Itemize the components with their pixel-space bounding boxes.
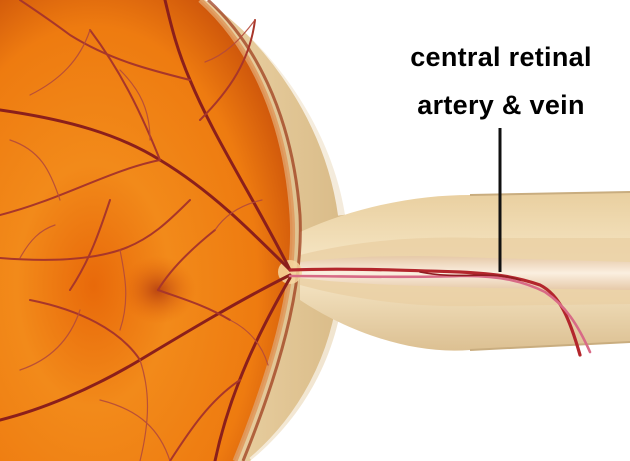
label-central-retinal: central retinal <box>370 44 630 71</box>
label-artery-and-vein: artery & vein <box>370 92 630 119</box>
